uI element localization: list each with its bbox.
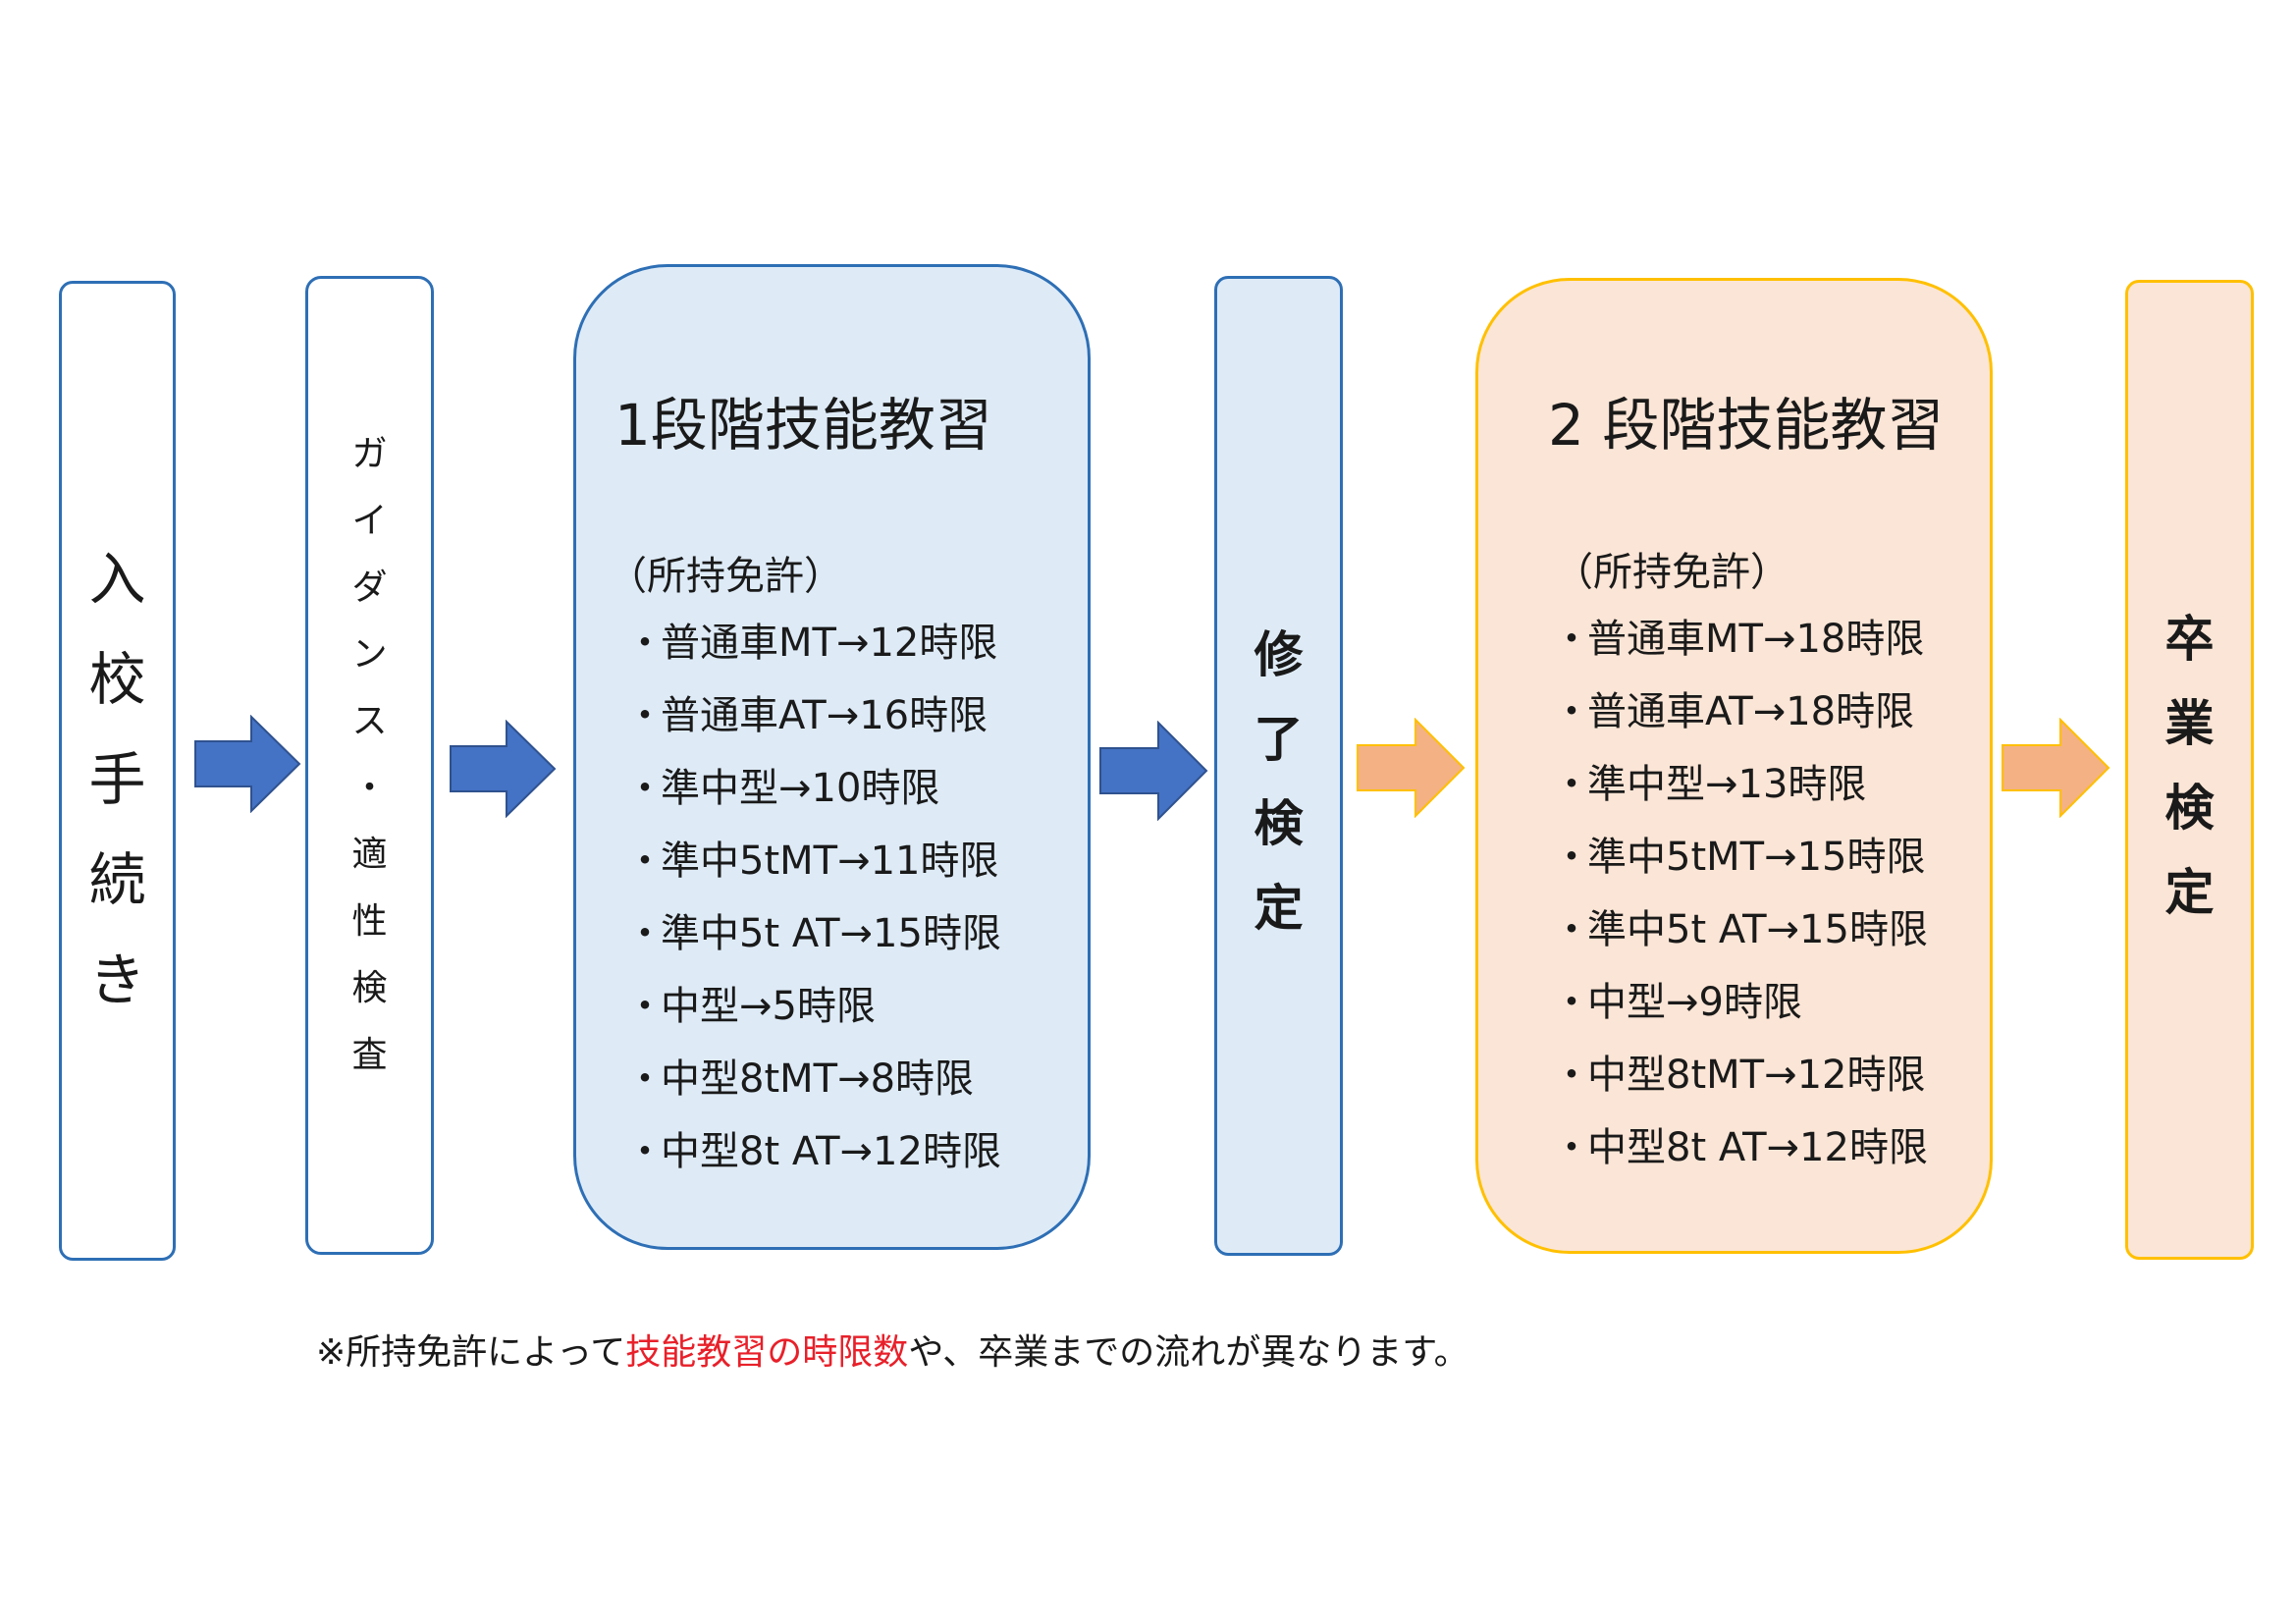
arrow-right-icon: [1099, 721, 1208, 821]
stage2-box: 2 段階技能教習 （所持免許） 普通車MT→18時限 普通車AT→18時限 準中…: [1475, 278, 1993, 1254]
list-item: 中型8tMT→8時限: [625, 1043, 1001, 1115]
completion-exam-label: 修 了 検 定: [1254, 626, 1304, 937]
list-item: 普通車AT→16時限: [625, 679, 1001, 752]
graduation-exam-label: 卒 業 検 定: [2164, 611, 2215, 921]
stage2-title: 2 段階技能教習: [1548, 392, 1945, 459]
list-item: 準中型→10時限: [625, 752, 1001, 825]
stage2-license-list: 普通車MT→18時限 普通車AT→18時限 準中型→13時限 準中5tMT→15…: [1552, 603, 1928, 1184]
arrow-right-icon: [194, 715, 301, 813]
list-item: 中型→5時限: [625, 970, 1001, 1043]
list-item: 準中5t AT→15時限: [625, 897, 1001, 970]
stage1-license-list: 普通車MT→12時限 普通車AT→16時限 準中型→10時限 準中5tMT→11…: [625, 607, 1001, 1188]
graduation-exam-box: 卒 業 検 定: [2125, 280, 2254, 1260]
list-item: 普通車MT→12時限: [625, 607, 1001, 679]
admission-step-box: 入 校 手 続 き: [59, 281, 176, 1261]
footnote-prefix: ※所持免許によって: [316, 1332, 626, 1373]
guidance-step-box: ガ イ ダ ン ス ・ 適 性 検 査: [305, 276, 434, 1255]
list-item: 中型8t AT→12時限: [1552, 1111, 1928, 1184]
arrow-right-icon: [1357, 718, 1466, 818]
stage1-title: 1段階技能教習: [614, 392, 992, 459]
list-item: 準中5tMT→11時限: [625, 825, 1001, 897]
guidance-step-label: ガ イ ダ ン ス ・ 適 性 検 査: [351, 434, 388, 1075]
list-item: 準中5t AT→15時限: [1552, 893, 1928, 966]
footnote-highlight: 技能教習の時限数: [625, 1332, 909, 1373]
arrow-right-icon: [450, 720, 557, 818]
list-item: 中型8t AT→12時限: [625, 1115, 1001, 1188]
stage2-license-header: （所持免許）: [1554, 550, 1789, 595]
list-item: 中型8tMT→12時限: [1552, 1039, 1928, 1111]
list-item: 普通車AT→18時限: [1552, 676, 1928, 748]
arrow-right-icon: [2002, 718, 2110, 818]
admission-step-label: 入 校 手 続 き: [88, 546, 146, 1013]
stage1-box: 1段階技能教習 （所持免許） 普通車MT→12時限 普通車AT→16時限 準中型…: [573, 264, 1091, 1250]
list-item: 準中型→13時限: [1552, 748, 1928, 821]
list-item: 中型→9時限: [1552, 966, 1928, 1039]
footnote-suffix: や、卒業までの流れが異なります。: [908, 1332, 1469, 1373]
stage1-license-header: （所持免許）: [608, 554, 843, 599]
list-item: 準中5tMT→15時限: [1552, 821, 1928, 893]
list-item: 普通車MT→18時限: [1552, 603, 1928, 676]
footnote: ※所持免許によって技能教習の時限数や、卒業までの流れが異なります。: [316, 1324, 1469, 1375]
completion-exam-box: 修 了 検 定: [1214, 276, 1343, 1256]
